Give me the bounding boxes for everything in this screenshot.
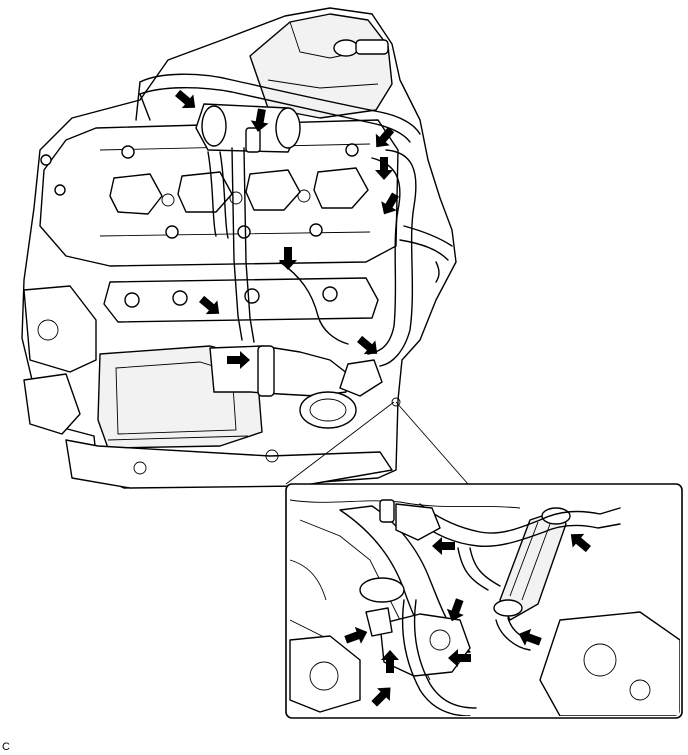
hose-clamp <box>257 345 275 397</box>
figure-code: C <box>2 741 10 753</box>
head-bolts <box>40 143 359 239</box>
inset-air-duct <box>339 505 471 653</box>
egr-tube <box>231 147 255 343</box>
throttle-body <box>299 391 357 429</box>
egr-valve-bracket <box>339 359 383 397</box>
engine-mount <box>23 373 81 435</box>
timing-cover <box>23 285 97 373</box>
intake-manifold <box>103 277 379 323</box>
oil-pan <box>65 439 393 489</box>
inset-coolant-hose <box>419 503 621 534</box>
engine-assembly <box>21 7 457 489</box>
egr-pipe <box>139 73 421 135</box>
ignition-coils <box>109 167 369 215</box>
callout-leader-lines <box>285 397 469 485</box>
inset-egr-cooler <box>499 509 567 621</box>
coolant-hose-right <box>379 149 417 367</box>
manifold-flange <box>333 39 359 57</box>
detail-inset <box>285 483 683 719</box>
